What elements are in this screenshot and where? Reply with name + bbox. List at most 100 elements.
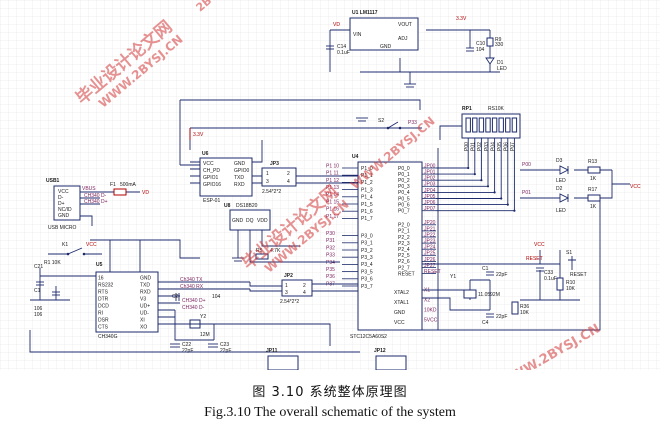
rp1-pin-label: P02: [477, 142, 483, 151]
mcu-left-net-label: P32: [326, 245, 335, 251]
xtal-val: 11.0592M: [478, 292, 500, 298]
mcu-right-pin-label: P2_0: [398, 223, 410, 229]
switch-s2-net: P33: [408, 120, 417, 126]
mcu-right-pin-label: P0_2: [398, 178, 410, 184]
mcu-right-net-label: JP07: [424, 206, 436, 212]
jp2-pin-1: 1: [285, 283, 288, 289]
rp1-pin-label: P03: [484, 142, 490, 151]
ch340-c1-ref: C22: [182, 342, 191, 348]
p0-bus-wires: [436, 138, 516, 212]
rp1-pin-label: P06: [504, 142, 510, 151]
p0-bus-junction: [467, 166, 470, 170]
rp1-val: RS10K: [488, 106, 505, 112]
wifi-part: ESP-01: [203, 198, 220, 204]
mcu-part: STC12C5A60S2: [350, 334, 387, 340]
rp1-pin-label: P01: [471, 142, 477, 151]
p0-bus-junction: [500, 197, 503, 200]
rp1-cell: [511, 117, 518, 133]
regulator-led-val: LED: [497, 66, 507, 72]
mcu-left-pin-label: P3_2: [361, 248, 373, 254]
mcu-lower-pin-label: VCC: [394, 320, 405, 326]
reset-switch-ref: S1: [566, 250, 572, 256]
ch340-right-pin-label: XO: [140, 325, 147, 331]
rp1-pin-label: P04: [490, 142, 496, 151]
mcu-left-pin-label: P3_3: [361, 255, 373, 261]
wifi-pin-4: GPIO16: [203, 182, 221, 188]
wifi-pin-3: GPIO1: [203, 175, 219, 181]
regulator-r-ref: R9: [495, 37, 502, 43]
mcu-right-net-label: JP22: [424, 232, 436, 238]
ch340-right-pin-label: RXD: [140, 290, 151, 296]
reset-circuit: RESET C33 0.1uF R10 10K S1 RESET VCC: [422, 242, 587, 301]
led1-ref: D3: [556, 158, 563, 164]
mcu-left-net-label: P34: [326, 260, 335, 266]
mcu-left-net-label: P31: [326, 238, 335, 244]
ch340-crystal-val: 12M: [200, 332, 210, 338]
mcu-ref: U4: [352, 154, 359, 160]
mcu-right-net-label: JP03: [424, 182, 436, 188]
xtal-r-ref: R36: [520, 304, 529, 310]
ch340-net-rx: Ch340 RX: [180, 284, 204, 290]
regulator-ref: U1 LM1117: [352, 10, 378, 16]
mcu-left-pin-label: P1_3: [361, 187, 373, 193]
regulator-out-net: 3.3V: [456, 16, 467, 22]
regulator-in-net: VD: [333, 22, 340, 28]
mcu-right-net-label: JP00: [424, 163, 436, 169]
regulator-gnd-pin: GND: [380, 44, 392, 50]
usb-net-dp: CH340 D+: [84, 199, 108, 205]
usb-ref: USB1: [46, 178, 60, 184]
usb-pin-vcc: VCC: [58, 189, 69, 195]
mcu-right-pin-label: P0_0: [398, 166, 410, 172]
p0-bus-junction: [480, 179, 483, 182]
regulator-adj-pin: ADJ: [398, 36, 408, 42]
reset-vcc-label: VCC: [534, 242, 545, 248]
mcu-lower-net-label: 5VCC: [424, 317, 438, 323]
mcu-right-net-label: JP20: [424, 220, 436, 226]
reset-net: RESET: [526, 256, 543, 262]
ch340-right-pin-label: UD+: [140, 304, 150, 310]
ch340-c2-val: 22pF: [220, 348, 231, 354]
header-bottom-2: JP12: [374, 348, 386, 354]
sensor-pin-vdd: VDD: [257, 218, 268, 224]
jp2-pin-2: 2: [303, 283, 306, 289]
fuse-ref: F1: [110, 182, 116, 188]
usb-pin-dm: D-: [58, 195, 64, 201]
jp3-pin-1: 1: [266, 171, 269, 177]
xtal-c2-ref: C4: [482, 320, 489, 326]
mcu-right-pin-label: P0_4: [398, 190, 410, 196]
ds18b20-sensor: U8 DS18B20 GND DQ VDD R5 4.7K: [224, 203, 340, 263]
jp3-note: 2.54*2*2: [262, 189, 281, 195]
wifi-pin-8: RXD: [234, 182, 245, 188]
mcu-right-pin-label: P2_7: [398, 265, 410, 271]
usb-pin-id: NC/ID: [58, 207, 72, 213]
rp1-cell: [505, 117, 511, 133]
xtal-ref: Y1: [450, 274, 456, 280]
regulator-vin-pin: VIN: [353, 32, 362, 38]
figure-caption-english: Fig.3.10 The overall schematic of the sy…: [204, 405, 456, 420]
ch340-left-pin-label: 16: [98, 276, 104, 282]
rp1-cell: [491, 117, 498, 133]
mcu-left-pin-label: P3_6: [361, 277, 373, 283]
ch340-right-pin-label: TXD: [140, 283, 150, 289]
jp2-note: 2.54*2*2: [280, 299, 299, 305]
mcu-lower-pin-label: XTAL2: [394, 290, 409, 296]
wifi-ref: U6: [202, 151, 209, 157]
ch340-part: CH340G: [98, 334, 118, 340]
p0-bus-junction: [486, 185, 490, 188]
ch340-right-pin-label: V3: [140, 297, 146, 303]
reset-cap-ref: C33: [544, 270, 553, 276]
ch340-crystal-ref: Y2: [200, 314, 206, 320]
mcu-left-pin-label: P1_0: [361, 166, 373, 172]
mcu-right-net-label: JP05: [424, 194, 436, 200]
mcu-left-net-label: P1 17: [326, 214, 339, 220]
ch340-left-pin-label: DSR: [98, 318, 109, 324]
p0-bus-junction: [493, 191, 496, 194]
regulator-cout-val: 104: [476, 47, 485, 53]
regulator-vout-pin: VOUT: [398, 22, 412, 28]
jp2-ref: JP2: [284, 273, 293, 279]
rp1-cell: [478, 117, 485, 133]
mcu-right-net-label: JP04: [424, 188, 436, 194]
mcu-right-net-label: JP27: [424, 263, 436, 269]
xtal-c1-ref: C1: [482, 266, 489, 272]
